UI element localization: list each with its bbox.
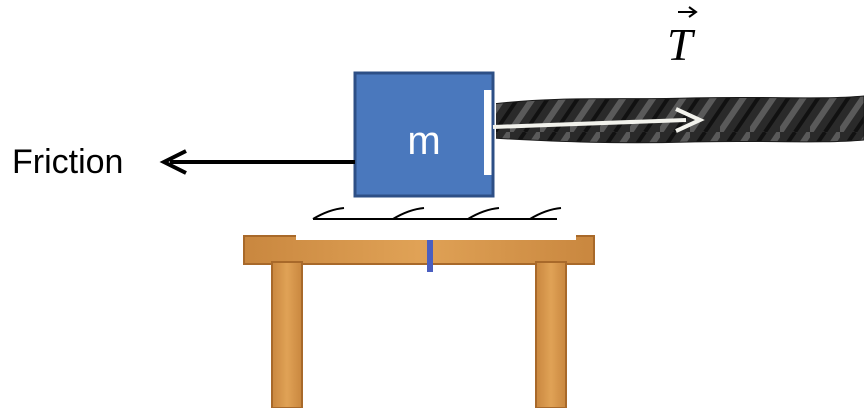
table: [243, 233, 595, 408]
mass-block: [353, 71, 496, 198]
mass-label: m: [407, 119, 441, 163]
tension-label: T: [667, 19, 693, 70]
friction-label: Friction: [12, 143, 124, 181]
friction-arrow: [159, 149, 355, 175]
rough-surface: [312, 207, 562, 220]
tension-arrow: [492, 107, 705, 133]
vector-arrow-icon: [678, 6, 698, 18]
